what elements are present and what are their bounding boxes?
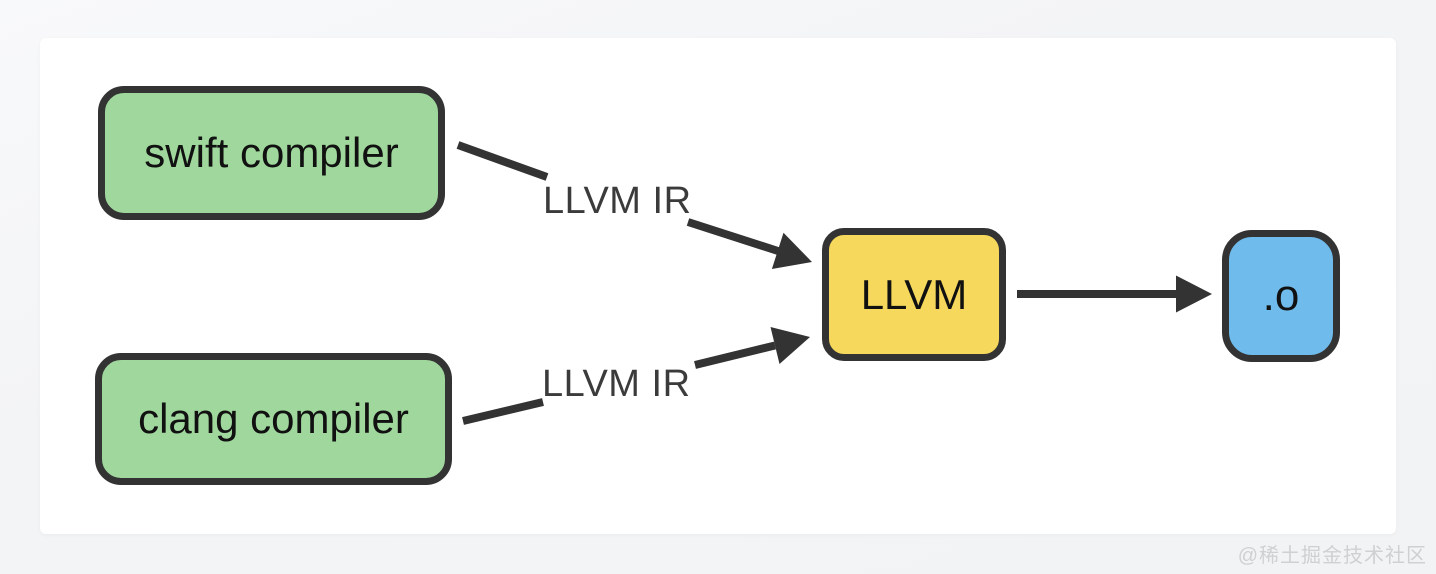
node-swift-compiler: swift compiler bbox=[98, 86, 445, 220]
node-llvm: LLVM bbox=[822, 228, 1006, 361]
node-clang-compiler-label: clang compiler bbox=[138, 395, 409, 442]
node-clang-compiler: clang compiler bbox=[95, 353, 452, 485]
node-llvm-label: LLVM bbox=[860, 270, 968, 318]
node-object-file: .o bbox=[1222, 230, 1340, 362]
watermark: @稀土掘金技术社区 bbox=[1237, 545, 1427, 567]
node-object-file-label: .o bbox=[1262, 271, 1300, 320]
node-swift-compiler-label: swift compiler bbox=[144, 129, 399, 176]
edge-label-clang-llvm-ir: LLVM IR bbox=[542, 363, 691, 405]
edge-label-swift-llvm-ir: LLVM IR bbox=[543, 180, 692, 222]
